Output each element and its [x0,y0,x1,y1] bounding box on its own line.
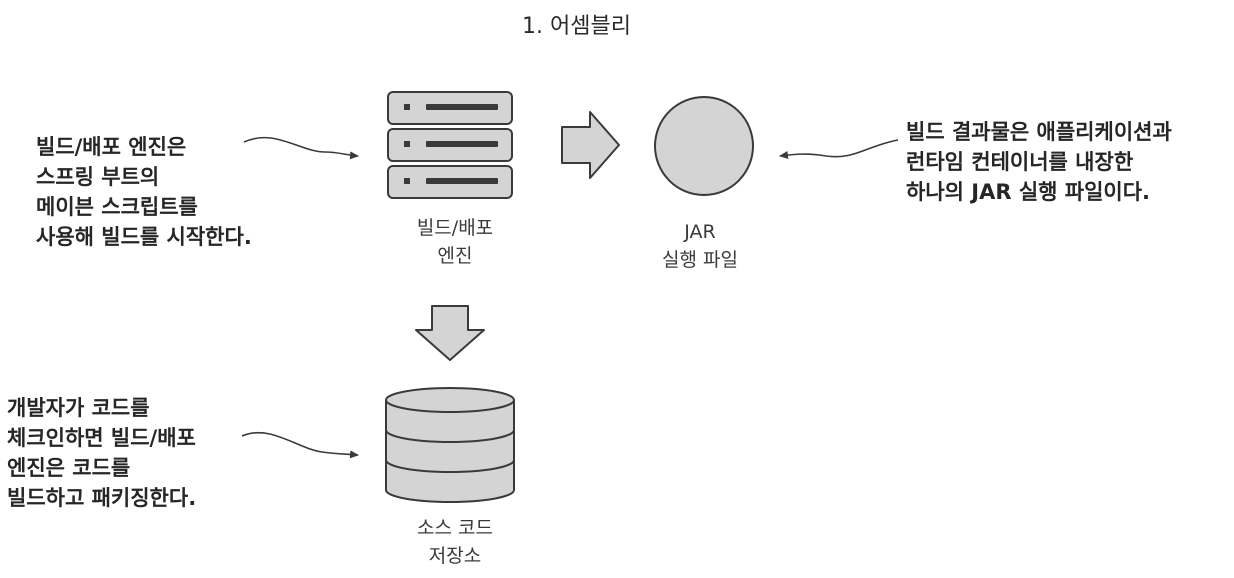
jar-file-label: JAR 실행 파일 [662,221,738,271]
server-unit [387,91,513,125]
pointer-arrow-build-start [243,136,359,160]
diagram-title: 1. 어셈블리 [522,14,631,39]
build-engine-server-icon [387,91,513,199]
annotation-build-start: 빌드/배포 엔진은 스프링 부트의 메이븐 스크립트를 사용해 빌드를 시작한다… [36,135,252,249]
pointer-arrow-checkin [241,431,359,459]
server-unit [387,128,513,162]
annotation-checkin: 개발자가 코드를 체크인하면 빌드/배포 엔진은 코드를 빌드하고 패키징한다. [7,396,197,510]
source-repository-label: 소스 코드 저장소 [417,517,493,567]
annotation-jar-result: 빌드 결과물은 애플리케이션과 런타임 컨테이너를 내장한 하나의 JAR 실행… [906,120,1172,204]
build-engine-label: 빌드/배포 엔진 [416,217,494,267]
block-arrow-right [561,111,620,179]
source-repository-database-icon [385,387,515,503]
server-unit [387,165,513,199]
jar-file-circle-icon [654,96,754,196]
pointer-arrow-jar-result [779,139,899,159]
block-arrow-down [415,305,485,361]
